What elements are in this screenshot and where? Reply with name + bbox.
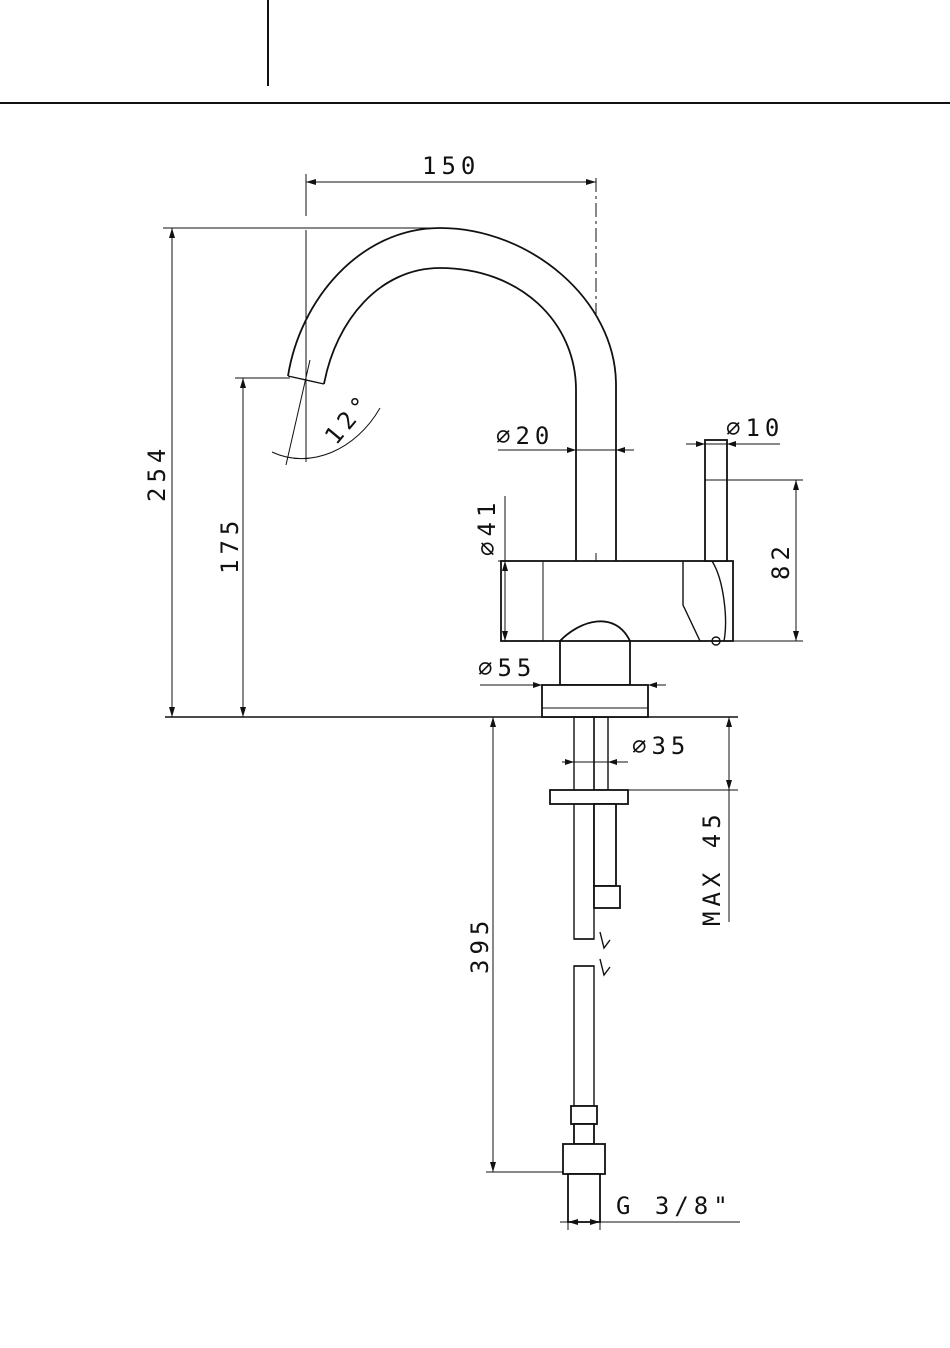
label-phi-10: ⌀10 bbox=[726, 414, 784, 442]
label-175: 175 bbox=[216, 516, 244, 574]
spout bbox=[288, 228, 616, 563]
label-phi-55: ⌀55 bbox=[478, 654, 536, 682]
label-phi-41: ⌀41 bbox=[473, 498, 501, 556]
label-phi-35: ⌀35 bbox=[632, 732, 690, 760]
label-82: 82 bbox=[767, 541, 795, 580]
lever bbox=[705, 440, 727, 561]
mixer-body bbox=[501, 561, 733, 717]
label-254: 254 bbox=[143, 444, 171, 502]
label-395: 395 bbox=[466, 916, 494, 974]
label-thread: G 3/8" bbox=[616, 1192, 733, 1220]
header-frame bbox=[0, 0, 950, 103]
label-150: 150 bbox=[422, 152, 480, 180]
label-phi-20: ⌀20 bbox=[496, 422, 554, 450]
shank-assembly bbox=[550, 717, 628, 1222]
label-max-45: MAX 45 bbox=[698, 809, 726, 926]
